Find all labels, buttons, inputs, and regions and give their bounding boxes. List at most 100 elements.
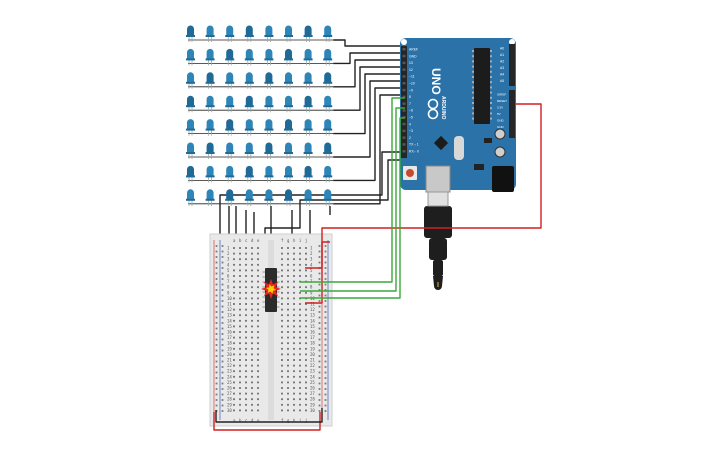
chip-pin[interactable] (262, 291, 266, 293)
breadboard-hole[interactable] (281, 387, 283, 389)
breadboard-hole[interactable] (299, 342, 301, 345)
breadboard-hole[interactable] (281, 269, 283, 272)
breadboard-hole[interactable] (293, 319, 295, 322)
breadboard-hole[interactable] (305, 308, 307, 311)
breadboard-hole[interactable] (287, 297, 289, 300)
rail-hole[interactable] (221, 404, 224, 407)
rail-hole[interactable] (221, 371, 224, 374)
breadboard-hole[interactable] (281, 275, 283, 277)
rail-hole[interactable] (318, 371, 321, 374)
breadboard-hole[interactable] (293, 297, 295, 300)
breadboard-hole[interactable] (251, 247, 253, 249)
digital-pin[interactable] (402, 48, 406, 51)
led-matrix[interactable] (186, 25, 334, 206)
breadboard-hole[interactable] (239, 342, 241, 345)
rail-hole[interactable] (221, 322, 224, 324)
breadboard-hole[interactable] (251, 353, 253, 356)
breadboard-hole[interactable] (299, 387, 301, 389)
breadboard-hole[interactable] (251, 370, 253, 373)
breadboard-hole[interactable] (305, 258, 307, 261)
breadboard-hole[interactable] (287, 336, 289, 339)
breadboard-hole[interactable] (299, 263, 301, 266)
digital-pin[interactable] (402, 116, 406, 119)
breadboard-hole[interactable] (293, 387, 295, 389)
breadboard-hole[interactable] (305, 247, 307, 249)
breadboard-hole[interactable] (245, 375, 247, 378)
rail-hole[interactable] (215, 316, 218, 319)
breadboard-hole[interactable] (293, 325, 295, 328)
led-icon[interactable] (205, 72, 215, 89)
rail-hole[interactable] (215, 388, 218, 390)
breadboard-hole[interactable] (257, 258, 259, 261)
breadboard-hole[interactable] (287, 308, 289, 311)
breadboard-hole[interactable] (281, 286, 283, 289)
rail-hole[interactable] (318, 322, 321, 324)
breadboard-hole[interactable] (245, 331, 247, 333)
breadboard-hole[interactable] (299, 353, 301, 356)
breadboard-hole[interactable] (239, 359, 241, 361)
led-icon[interactable] (205, 165, 215, 183)
breadboard-hole[interactable] (281, 263, 283, 266)
led-icon[interactable] (186, 189, 195, 206)
rail-hole[interactable] (324, 294, 327, 297)
rail-hole[interactable] (324, 382, 327, 385)
breadboard-hole[interactable] (281, 364, 283, 367)
breadboard-hole[interactable] (287, 269, 289, 272)
breadboard-hole[interactable] (239, 353, 241, 356)
rail-hole[interactable] (221, 305, 224, 308)
rail-hole[interactable] (318, 327, 321, 330)
breadboard-hole[interactable] (245, 291, 247, 294)
rail-hole[interactable] (324, 371, 327, 374)
rail-hole[interactable] (324, 333, 327, 335)
breadboard-hole[interactable] (293, 409, 295, 412)
breadboard-hole[interactable] (245, 275, 247, 277)
breadboard-hole[interactable] (251, 319, 253, 322)
rail-hole[interactable] (215, 404, 218, 407)
breadboard-hole[interactable] (245, 258, 247, 261)
rail-hole[interactable] (318, 305, 321, 308)
breadboard-hole[interactable] (233, 303, 235, 305)
breadboard-hole[interactable] (245, 247, 247, 249)
rail-hole[interactable] (221, 388, 224, 390)
rail-hole[interactable] (215, 278, 218, 280)
digital-pin[interactable] (402, 82, 406, 85)
chip-pin[interactable] (277, 271, 280, 273)
breadboard-hole[interactable] (293, 258, 295, 261)
led-icon[interactable] (303, 48, 313, 66)
rail-hole[interactable] (215, 382, 218, 385)
breadboard-hole[interactable] (287, 325, 289, 328)
led-icon[interactable] (303, 189, 313, 206)
breadboard-hole[interactable] (251, 258, 253, 261)
breadboard-hole[interactable] (299, 392, 301, 395)
rail-hole[interactable] (318, 283, 321, 286)
breadboard-hole[interactable] (287, 387, 289, 389)
breadboard-hole[interactable] (251, 381, 253, 384)
led-icon[interactable] (205, 48, 215, 66)
breadboard-hole[interactable] (287, 314, 289, 317)
rail-hole[interactable] (221, 283, 224, 286)
breadboard-hole[interactable] (251, 375, 253, 378)
led-icon[interactable] (205, 119, 215, 136)
data-wire-3[interactable] (300, 117, 405, 299)
rail-hole[interactable] (324, 250, 327, 253)
breadboard-hole[interactable] (257, 280, 259, 283)
chip-pin[interactable] (277, 291, 280, 293)
breadboard-hole[interactable] (251, 252, 253, 255)
breadboard-hole[interactable] (245, 398, 247, 401)
led-icon[interactable] (264, 189, 274, 206)
breadboard-hole[interactable] (245, 353, 247, 356)
breadboard-hole[interactable] (305, 375, 307, 378)
breadboard-hole[interactable] (245, 359, 247, 361)
rail-hole[interactable] (324, 261, 327, 264)
rail-hole[interactable] (324, 338, 327, 341)
breadboard-hole[interactable] (305, 275, 307, 277)
breadboard-hole[interactable] (281, 403, 283, 406)
breadboard-hole[interactable] (281, 392, 283, 395)
rail-hole[interactable] (215, 360, 218, 363)
breadboard-hole[interactable] (281, 398, 283, 401)
rail-hole[interactable] (221, 289, 224, 291)
breadboard-hole[interactable] (257, 364, 259, 367)
breadboard-hole[interactable] (305, 409, 307, 412)
breadboard-hole[interactable] (245, 336, 247, 339)
led-icon[interactable] (205, 142, 215, 160)
